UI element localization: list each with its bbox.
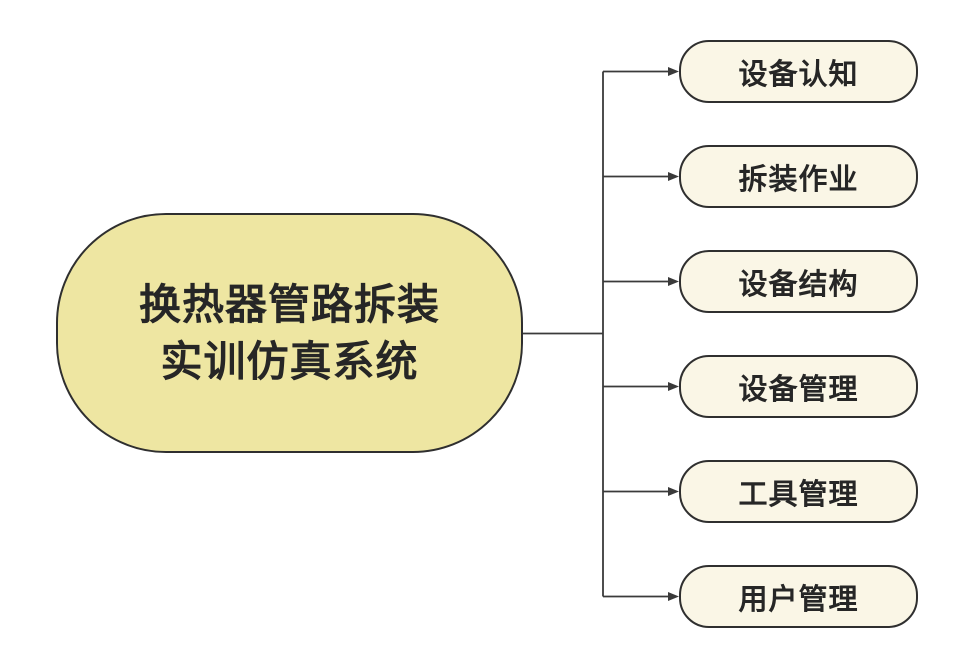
child-node-4[interactable]: 设备管理 <box>679 355 918 418</box>
child-node-2[interactable]: 拆装作业 <box>679 145 918 208</box>
arrowhead-icon <box>668 487 679 496</box>
child-node-label: 工具管理 <box>738 478 859 511</box>
child-node-label: 设备结构 <box>738 268 859 301</box>
arrowhead-icon <box>668 67 679 76</box>
child-node-3[interactable]: 设备结构 <box>679 250 918 313</box>
arrowhead-icon <box>668 592 679 601</box>
child-node-1[interactable]: 设备认知 <box>679 40 918 103</box>
child-node-label: 拆装作业 <box>738 163 859 196</box>
connector-lines <box>523 70 669 598</box>
child-node-6[interactable]: 用户管理 <box>679 565 918 628</box>
arrowhead-icon <box>668 277 679 286</box>
child-node-label: 设备认知 <box>738 58 859 91</box>
root-node-label-line1: 换热器管路拆装 <box>138 281 440 328</box>
arrowhead-icon <box>668 382 679 391</box>
root-node-label-line2: 实训仿真系统 <box>160 338 419 385</box>
child-node-label: 设备管理 <box>738 373 859 406</box>
arrowhead-icon <box>668 172 679 181</box>
child-node-5[interactable]: 工具管理 <box>679 460 918 523</box>
child-node-label: 用户管理 <box>738 583 859 616</box>
root-node[interactable]: 换热器管路拆装 实训仿真系统 <box>56 213 523 453</box>
arrowheads <box>668 67 679 601</box>
